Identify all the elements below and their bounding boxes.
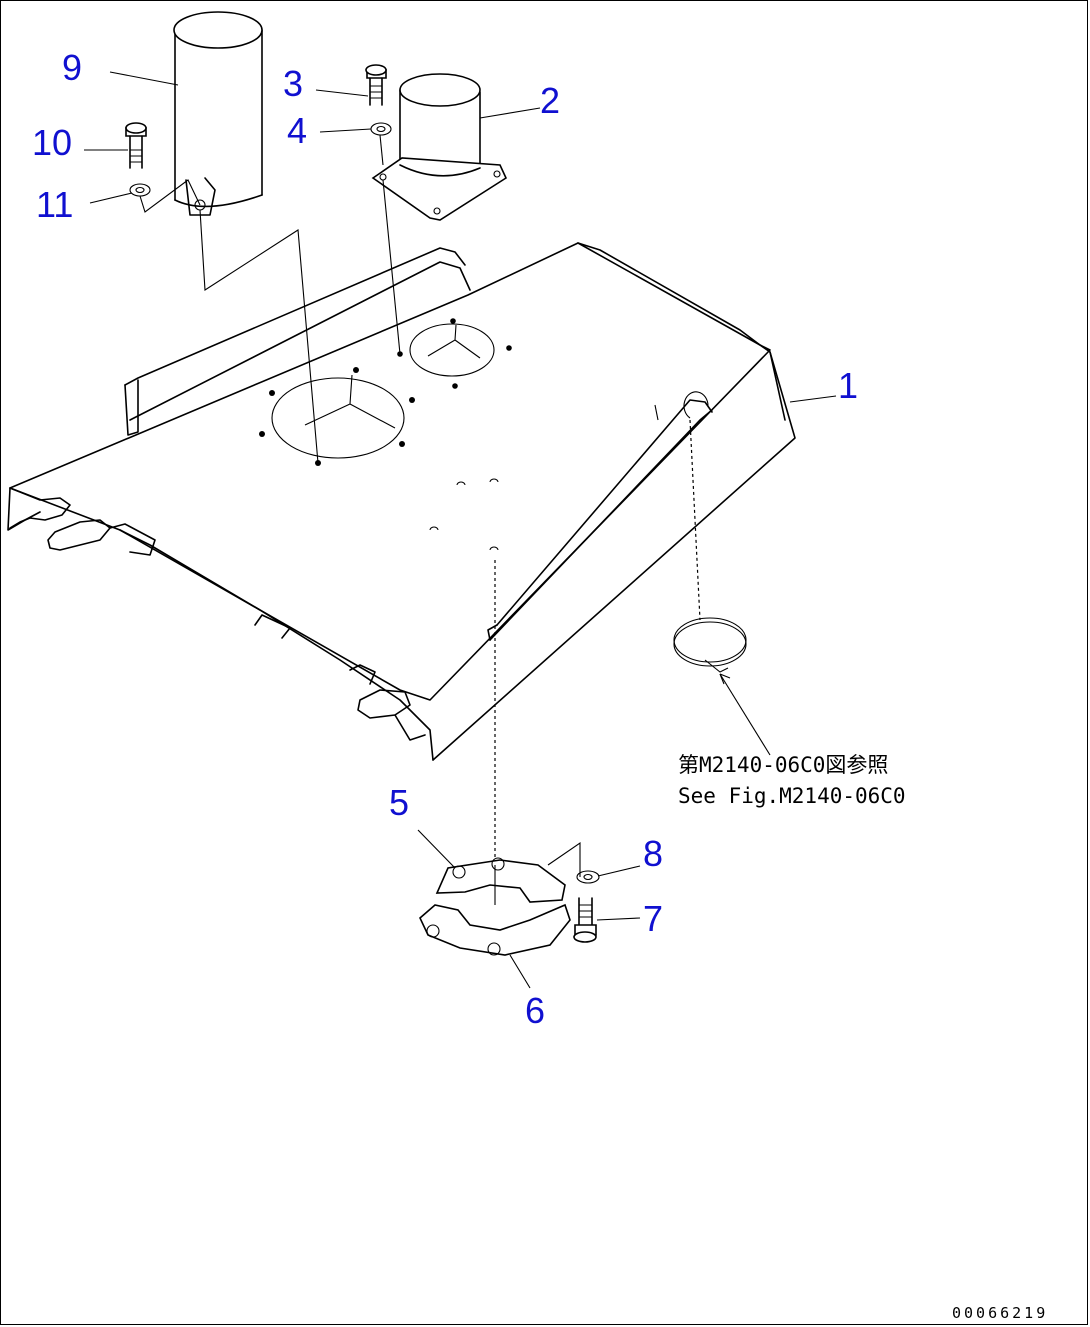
drawing-code: 00066219 xyxy=(952,1304,1048,1322)
callout-1: 1 xyxy=(838,365,858,406)
callout-7: 7 xyxy=(643,898,663,939)
flanged-pipe-part-2 xyxy=(371,73,508,355)
large-hole xyxy=(259,367,415,466)
bolt-part-3 xyxy=(365,64,387,106)
callout-2: 2 xyxy=(540,80,560,121)
callout-6: 6 xyxy=(525,990,545,1031)
assembly-line-8 xyxy=(547,841,581,877)
small-hole xyxy=(397,318,512,389)
cover-plate xyxy=(7,242,796,761)
bolt-part-10 xyxy=(125,122,147,169)
washer-part-8 xyxy=(576,870,600,884)
split-ring-part-5 xyxy=(435,857,566,903)
callout-3: 3 xyxy=(283,63,303,104)
washer-part-11 xyxy=(129,179,201,213)
leader-lines xyxy=(84,71,837,989)
split-ring-part-6 xyxy=(419,903,571,956)
callout-8: 8 xyxy=(643,833,663,874)
tall-pipe-part-9 xyxy=(173,11,319,464)
bolt-part-7 xyxy=(573,897,597,943)
callout-5: 5 xyxy=(389,782,409,823)
callout-4: 4 xyxy=(287,110,307,151)
reference-note-japanese: 第M2140-06C0図参照 xyxy=(678,753,888,777)
hose-clamp xyxy=(673,419,771,756)
callout-11: 11 xyxy=(36,184,73,225)
callout-10: 10 xyxy=(32,122,72,163)
callout-9: 9 xyxy=(62,47,82,88)
washer-part-4 xyxy=(370,122,392,166)
reference-note-english: See Fig.M2140-06C0 xyxy=(678,784,906,808)
